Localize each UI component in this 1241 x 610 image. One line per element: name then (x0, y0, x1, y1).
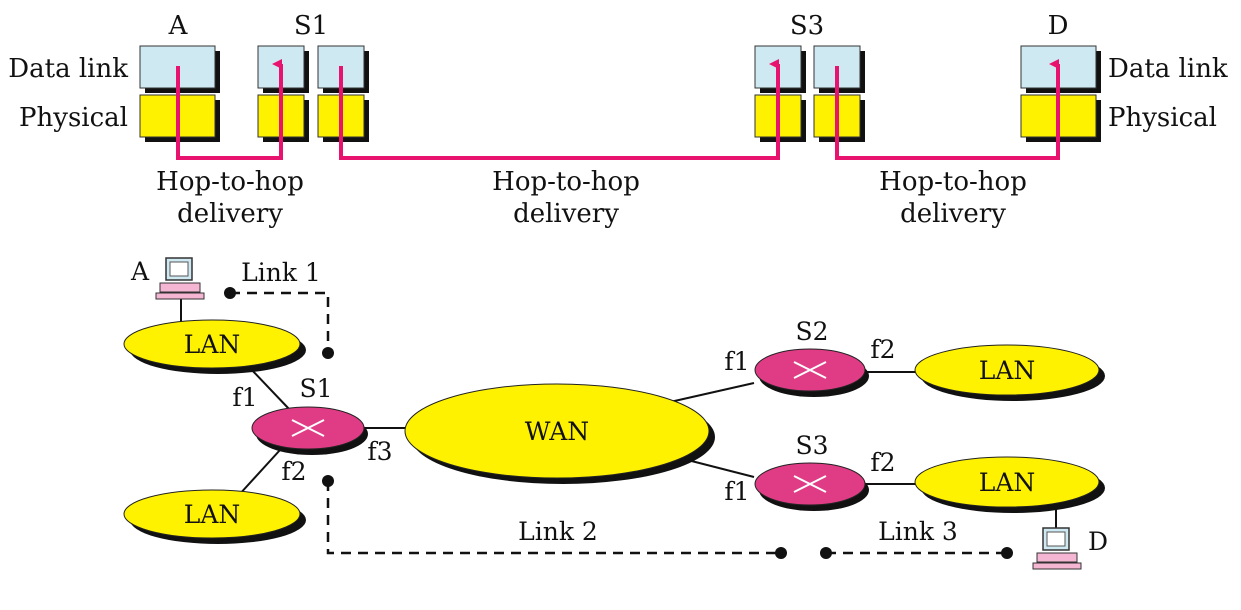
lan-s2 (914, 344, 1100, 396)
router-icon (251, 406, 368, 455)
dashed-links (230, 291, 1007, 555)
lan-top-left-label: LAN (184, 330, 241, 359)
router-s1-label: S1 (299, 374, 332, 403)
link-2-label: Link 2 (518, 517, 598, 546)
top-node-s3: S3 (790, 11, 824, 41)
link-2-path (326, 481, 781, 555)
s1-f3-label: f3 (367, 437, 392, 466)
hop-2-line1: Hop-to-hop (492, 167, 640, 197)
top-node-d: D (1048, 11, 1069, 41)
s3-f1-label: f1 (724, 477, 749, 506)
top-node-a: A (168, 11, 189, 41)
lan-s2-label: LAN (979, 356, 1036, 385)
lan-ellipses (123, 319, 1105, 544)
layer-label-physical-left: Physical (19, 103, 128, 133)
s2-f2-label: f2 (870, 335, 895, 364)
lan-bottom-left-label: LAN (184, 500, 241, 529)
lan-top-left (123, 319, 301, 369)
layer-stacks (139, 45, 1101, 142)
computer-icon (155, 257, 205, 300)
lan-s3 (914, 456, 1100, 508)
s2-f1-label: f1 (724, 347, 749, 376)
router-icon (754, 348, 869, 397)
computer-icon (1032, 527, 1082, 570)
hop-2-line2: delivery (513, 199, 619, 229)
host-a-label: A (130, 257, 150, 286)
hop-1-line1: Hop-to-hop (156, 167, 304, 197)
lan-bottom-left (123, 489, 301, 539)
hop-1-line2: delivery (177, 199, 283, 229)
host-d-label: D (1088, 527, 1108, 556)
wan-cloud (404, 383, 710, 479)
hop-path-1 (176, 59, 283, 160)
router-s2-label: S2 (795, 317, 828, 346)
router-icon (754, 462, 869, 511)
hop-path-3 (835, 59, 1060, 160)
s3-f2-label: f2 (870, 448, 895, 477)
layer-label-data-link-right: Data link (1108, 54, 1228, 84)
hop-3-line2: delivery (900, 199, 1006, 229)
lan-s3-label: LAN (979, 468, 1036, 497)
top-node-s1: S1 (294, 11, 328, 41)
router-s3-label: S3 (795, 431, 828, 460)
routers (251, 348, 869, 511)
link-1-path (230, 291, 330, 353)
link-endpoints (224, 287, 1013, 559)
layer-label-data-link-left: Data link (8, 54, 128, 84)
layer-label-physical-right: Physical (1108, 103, 1217, 133)
link-1-label: Link 1 (241, 258, 321, 287)
hop-3-line1: Hop-to-hop (879, 167, 1027, 197)
hop-paths (176, 59, 1060, 160)
hop-path-2 (339, 59, 780, 160)
s1-f2-label: f2 (281, 457, 306, 486)
wan-label: WAN (525, 417, 589, 446)
link-3-label: Link 3 (878, 517, 958, 546)
s1-f1-label: f1 (232, 383, 257, 412)
